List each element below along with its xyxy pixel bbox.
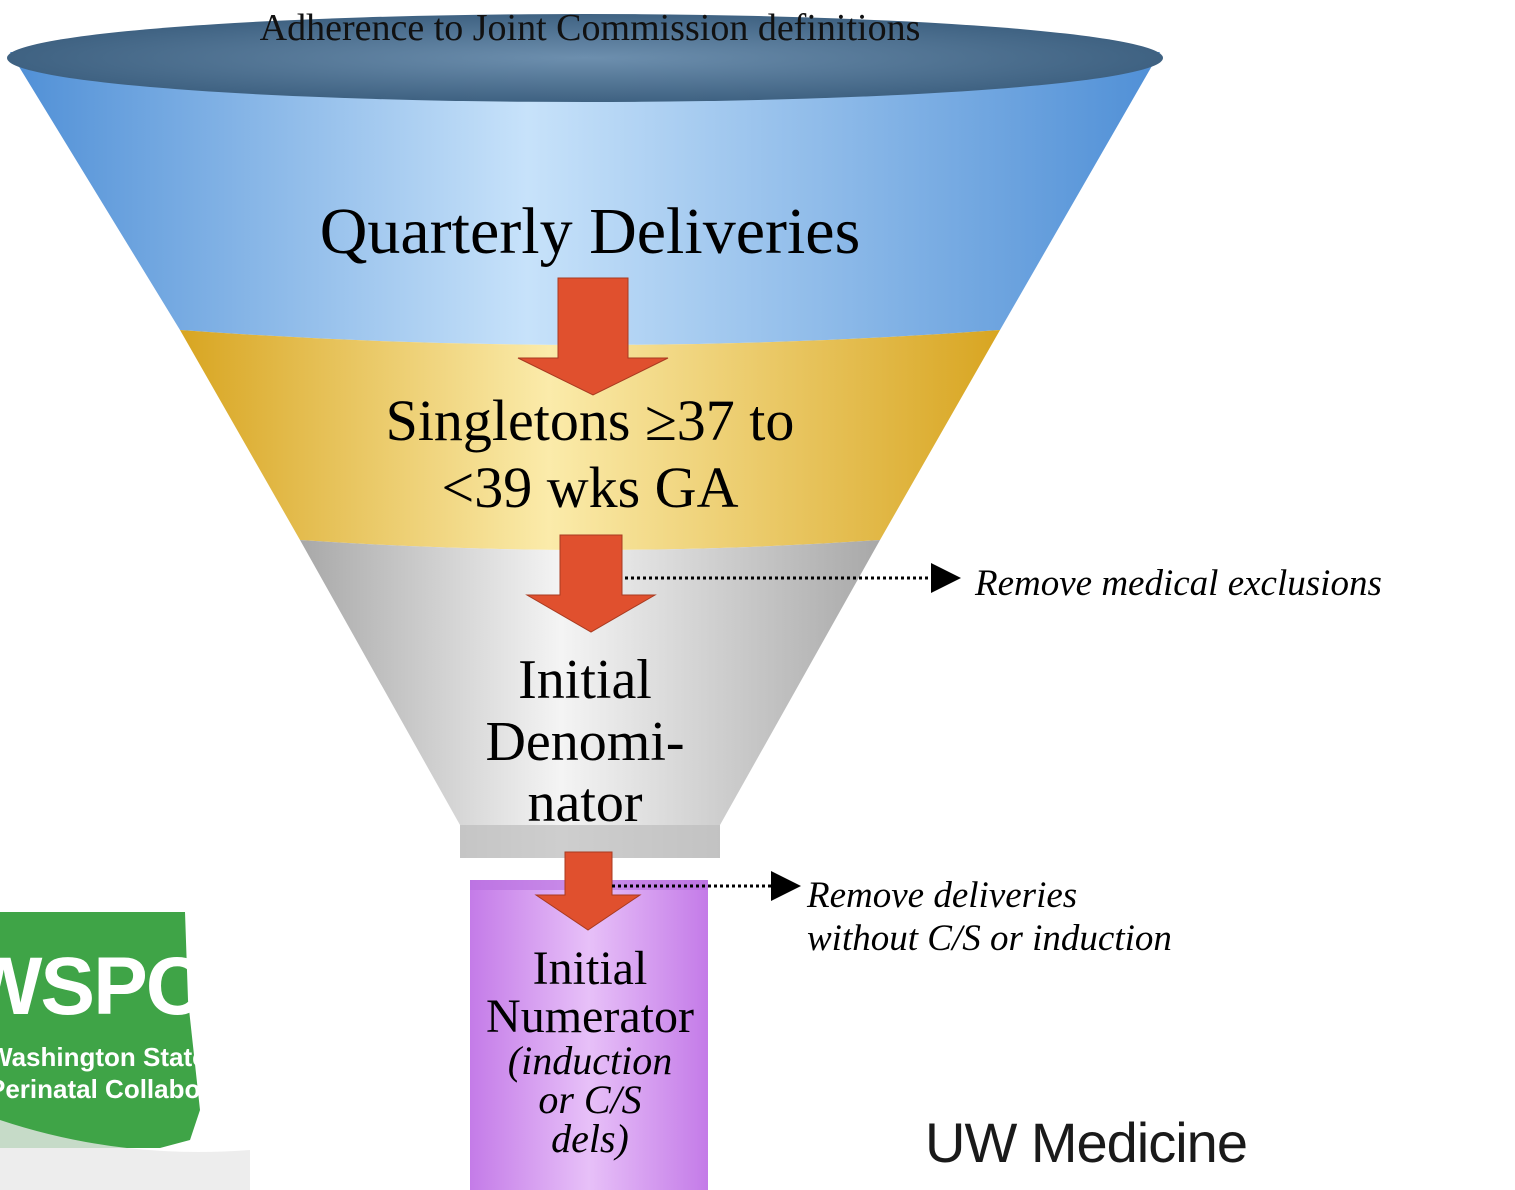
stage-label-quarterly-deliveries: Quarterly Deliveries [230, 195, 950, 269]
stage-3-line-1: Initial [518, 649, 652, 711]
stage-2-line-1: Singletons ≥37 to [385, 388, 795, 453]
note-remove-medical-exclusions: Remove medical exclusions [975, 563, 1382, 606]
stage-4-line-1: Initial [532, 942, 648, 995]
stage-2-line-2: <39 wks GA [441, 454, 739, 520]
stage-4-sub-3: dels) [551, 1116, 629, 1162]
note-1-line-1: Remove medical exclusions [975, 563, 1382, 604]
wspc-logo-line-1: Washington State [0, 1042, 207, 1072]
stage-4-sub-2: or C/S [538, 1077, 642, 1123]
funnel-band-2 [180, 330, 1000, 550]
note-2-line-2: without C/S or induction [807, 917, 1172, 959]
funnel-top-label: Adherence to Joint Commission definition… [259, 7, 921, 49]
stage-4-sub-1: (induction [507, 1038, 673, 1083]
stage-3-line-2: Denomi- [485, 710, 685, 773]
funnel-spout [470, 880, 708, 1190]
down-arrow-2 [525, 534, 657, 633]
wspc-logo-line-2: Perinatal Collaborative [0, 1074, 270, 1104]
funnel-band-1 [10, 52, 1160, 345]
wspc-logo [0, 912, 250, 1190]
stage-3-line-3: nator [527, 772, 643, 835]
down-arrow-1 [517, 277, 669, 396]
uw-medicine-logo: UW Medicine [925, 1111, 1248, 1174]
stage-label-initial-denominator: Initial Denomi- nator [430, 649, 740, 835]
stage-1-line-1: Quarterly Deliveries [319, 195, 861, 268]
stage-label-initial-numerator: Initial Numerator (induction or C/S dels… [440, 945, 740, 1159]
funnel-band-3 [300, 540, 880, 858]
note-remove-deliveries: Remove deliveries without C/S or inducti… [807, 875, 1172, 960]
down-arrow-3 [534, 851, 642, 931]
funnel-rim [7, 14, 1163, 102]
stage-4-line-2: Numerator [486, 990, 694, 1043]
stage-label-singletons: Singletons ≥37 to <39 wks GA [300, 388, 880, 521]
note-2-line-1: Remove deliveries [807, 875, 1078, 916]
wspc-logo-abbr: WSPC [0, 941, 205, 1032]
